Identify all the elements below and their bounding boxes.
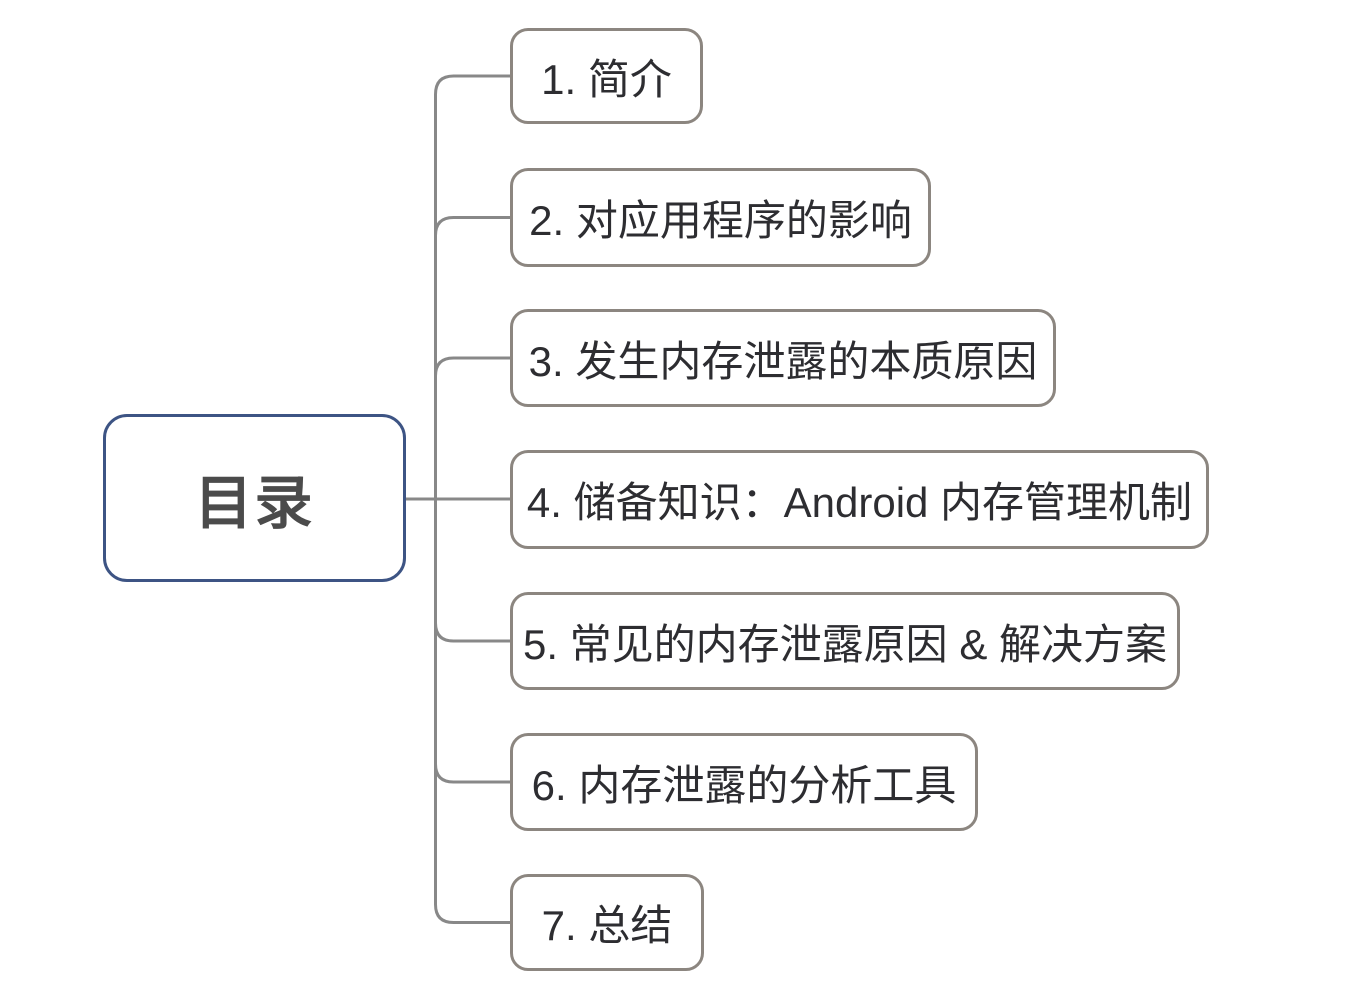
branch-node-3[interactable]: 3. 发生内存泄露的本质原因	[510, 309, 1056, 407]
connector-branch-7	[434, 904, 511, 924]
connector-branch-2	[434, 216, 511, 236]
connector-branch-1	[434, 74, 511, 95]
branch-node-1-label: 1. 简介	[541, 55, 672, 103]
connector-branch-6	[434, 763, 511, 784]
branch-node-6-label: 6. 内存泄露的分析工具	[531, 761, 957, 809]
branch-node-4[interactable]: 4. 储备知识：Android 内存管理机制	[510, 450, 1209, 549]
connector-branch-3	[434, 356, 511, 377]
branch-node-7-label: 7. 总结	[541, 902, 673, 949]
branch-node-6[interactable]: 6. 内存泄露的分析工具	[510, 733, 978, 831]
branch-node-2-label: 2. 对应用程序的影响	[529, 197, 912, 244]
branch-node-4-label: 4. 储备知识：Android 内存管理机制	[526, 479, 1193, 526]
branch-node-5[interactable]: 5. 常见的内存泄露原因 & 解决方案	[510, 592, 1180, 690]
branch-node-5-label: 5. 常见的内存泄露原因 & 解决方案	[522, 620, 1168, 668]
branch-node-2[interactable]: 2. 对应用程序的影响	[510, 168, 931, 267]
root-node-label: 目录	[194, 471, 315, 536]
root-node[interactable]: 目录	[103, 414, 406, 582]
branch-node-7[interactable]: 7. 总结	[510, 874, 704, 971]
branch-node-1[interactable]: 1. 简介	[510, 28, 703, 124]
branch-node-3-label: 3. 发生内存泄露的本质原因	[528, 337, 1038, 385]
connector-branch-5	[434, 622, 511, 643]
